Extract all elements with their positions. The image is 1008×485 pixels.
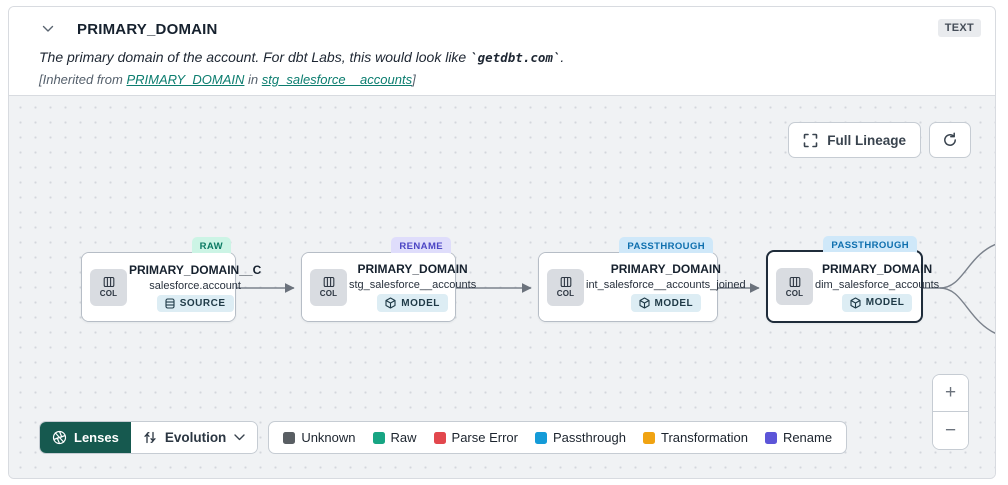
legend-item-unknown: Unknown (283, 430, 356, 445)
legend-swatch (764, 431, 777, 444)
legend-item-passthrough: Passthrough (535, 430, 626, 445)
full-lineage-button[interactable]: Full Lineage (788, 122, 921, 158)
lenses-button[interactable]: Lenses (40, 422, 131, 453)
column-chip: COL (776, 268, 813, 305)
columns-icon (560, 276, 572, 288)
zoom-in-button[interactable]: + (933, 375, 968, 412)
data-type-badge: TEXT (937, 19, 981, 37)
fullscreen-corners-icon (803, 133, 818, 148)
column-description: The primary domain of the account. For d… (39, 49, 565, 65)
column-lineage-panel: PRIMARY_DOMAIN TEXT The primary domain o… (8, 6, 996, 479)
evolution-legend: Unknown Raw Parse Error Passthrough Tran… (268, 421, 848, 454)
chevron-down-icon (234, 434, 246, 441)
model-cube-icon (638, 297, 650, 309)
node-model-name: salesforce.account (149, 279, 241, 292)
lineage-node-int-salesforce-accounts-joined[interactable]: PASSTHROUGH COL PRIMARY_DOMAIN int_sales… (538, 237, 746, 322)
model-cube-icon (850, 296, 861, 309)
columns-icon (103, 276, 115, 288)
aperture-icon (52, 430, 67, 445)
legend-item-parse-error: Parse Error (433, 430, 518, 445)
evolution-arrows-icon (143, 430, 157, 445)
collapse-chevron-icon[interactable] (35, 19, 61, 39)
inherited-from-line: [Inherited from PRIMARY_DOMAIN in stg_sa… (39, 72, 416, 87)
refresh-icon (942, 132, 958, 148)
zoom-out-button[interactable]: − (933, 412, 968, 449)
lineage-node-stg-salesforce-accounts[interactable]: RENAME COL PRIMARY_DOMAIN stg_salesforce… (301, 237, 476, 322)
node-model-name: int_salesforce__accounts_joined (586, 279, 746, 291)
resource-type-badge: SOURCE (156, 294, 234, 312)
lenses-control: Lenses Evolution (39, 421, 259, 454)
legend-swatch (535, 431, 547, 444)
legend-item-rename: Rename (764, 430, 832, 445)
node-title: PRIMARY_DOMAIN (357, 262, 468, 276)
inherited-column-link[interactable]: PRIMARY_DOMAIN (126, 72, 245, 87)
resource-type-badge: MODEL (630, 294, 702, 312)
node-title: PRIMARY_DOMAIN (821, 261, 933, 276)
columns-icon (323, 276, 335, 288)
resource-type-badge: MODEL (841, 293, 913, 312)
columns-icon (789, 276, 801, 288)
lineage-node-dim-salesforce-accounts[interactable]: PASSTHROUGH COL PRIMARY_DOMAIN dim_sales… (766, 236, 939, 323)
column-header: PRIMARY_DOMAIN TEXT The primary domain o… (9, 7, 995, 96)
lenses-label: Lenses (74, 430, 119, 445)
node-model-name: dim_salesforce_accounts (815, 278, 940, 291)
node-title: PRIMARY_DOMAIN (610, 262, 721, 276)
selected-lens-label: Evolution (164, 430, 227, 445)
inherited-model-link[interactable]: stg_salesforce__accounts (261, 72, 413, 87)
resource-type-badge: MODEL (377, 294, 448, 312)
lineage-node-salesforce-account[interactable]: RAW COL PRIMARY_DOMAIN__C salesforce.acc… (81, 237, 261, 322)
column-title: PRIMARY_DOMAIN (77, 20, 218, 38)
legend-swatch (643, 431, 655, 444)
code-snippet: `getdbt.com` (470, 50, 561, 65)
legend-swatch (433, 431, 446, 444)
legend-swatch (283, 431, 296, 444)
source-icon (165, 297, 175, 309)
lens-selector-dropdown[interactable]: Evolution (130, 422, 258, 453)
full-lineage-label: Full Lineage (827, 132, 906, 148)
column-chip: COL (90, 268, 127, 306)
zoom-controls: + − (932, 374, 969, 450)
node-title: PRIMARY_DOMAIN__C (129, 262, 262, 277)
refresh-button[interactable] (929, 122, 971, 158)
legend-item-transformation: Transformation (643, 430, 748, 445)
legend-swatch (372, 431, 385, 444)
column-chip: COL (310, 268, 347, 306)
legend-item-raw: Raw (372, 430, 417, 445)
model-cube-icon (385, 297, 396, 309)
column-chip: COL (547, 268, 584, 306)
lineage-canvas[interactable]: Full Lineage RAW COL PRIMARY_DOMAIN__C s… (9, 96, 995, 478)
node-model-name: stg_salesforce__accounts (349, 279, 477, 291)
